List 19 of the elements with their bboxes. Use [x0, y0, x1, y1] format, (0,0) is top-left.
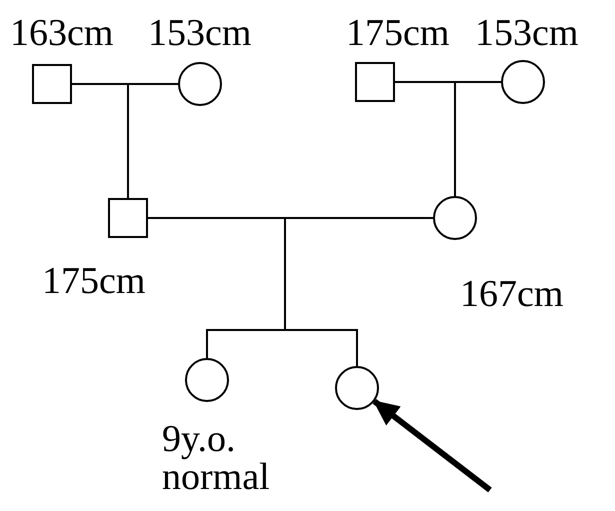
pedigree-line — [454, 81, 501, 196]
trait-label: 167cm — [460, 275, 564, 313]
trait-label: 175cm — [346, 14, 450, 52]
trait-label: 153cm — [148, 14, 252, 52]
pedigree-line — [127, 83, 178, 198]
male-square — [32, 64, 72, 104]
female-circle — [335, 366, 379, 410]
female-circle — [185, 358, 229, 402]
female-circle — [178, 62, 222, 106]
pedigree-line — [284, 217, 433, 366]
female-circle — [501, 60, 545, 104]
arrow — [372, 399, 492, 492]
trait-label: 153cm — [475, 14, 578, 52]
male-square — [355, 62, 395, 102]
male-square — [108, 198, 148, 238]
trait-label: 175cm — [42, 262, 146, 300]
female-circle — [433, 196, 477, 240]
trait-label: 9y.o. normal — [162, 420, 271, 496]
trait-label: 163cm — [10, 14, 114, 52]
